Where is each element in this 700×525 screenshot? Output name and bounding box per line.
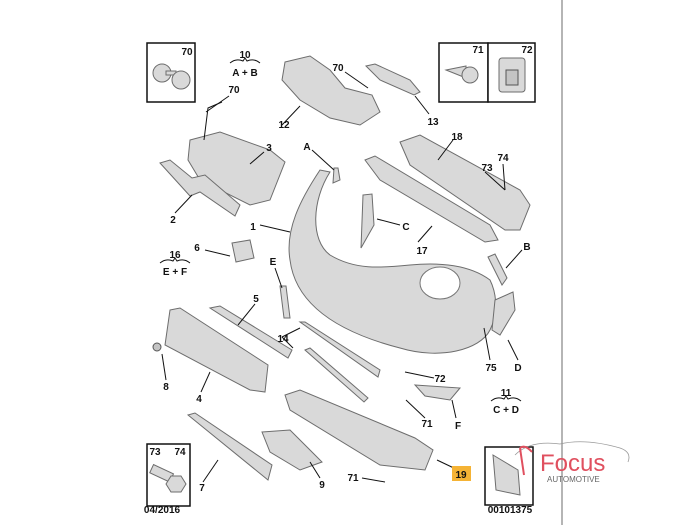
label-7: 7 — [199, 483, 205, 494]
part-14-strip-upper — [298, 321, 381, 378]
part-A-clip — [332, 167, 341, 184]
label-73: 73 — [149, 447, 161, 458]
label-19: 19 — [455, 470, 467, 481]
part-E-bracket — [279, 285, 291, 319]
brace-11 — [490, 395, 522, 402]
label-D: D — [514, 363, 521, 374]
label-14: 14 — [277, 334, 289, 345]
label-A: A — [303, 142, 310, 153]
label-71: 71 — [347, 473, 359, 484]
label-2: 2 — [170, 215, 176, 226]
label-74: 74 — [497, 153, 509, 164]
label-73: 73 — [481, 163, 493, 174]
fog-light-opening — [419, 266, 461, 300]
diagram-date: 04/2016 — [144, 505, 181, 516]
part-6-cover — [231, 239, 255, 263]
leader-lines — [161, 71, 523, 483]
label-11: 11 — [501, 388, 512, 399]
part-18-reinforcement — [399, 134, 531, 231]
diagram-reference: 00101375 — [488, 505, 533, 516]
label-71: 71 — [472, 45, 484, 56]
label-6: 6 — [194, 243, 200, 254]
part-14-strip-lower — [304, 347, 369, 403]
label-C: C — [402, 222, 409, 233]
clip-72-icon — [498, 57, 526, 93]
part-C-bracket — [360, 193, 375, 249]
part-19-skid-plate — [284, 389, 434, 471]
part-B-bracket — [487, 253, 508, 286]
highlight-19 — [452, 466, 471, 481]
label-4: 4 — [196, 394, 202, 405]
label-12: 12 — [278, 120, 290, 131]
label-72: 72 — [521, 45, 533, 56]
part-2-chrome-trim — [159, 159, 241, 217]
label-11-sub: C + D — [493, 405, 519, 416]
label-5: 5 — [253, 294, 259, 305]
clip-70-icon — [152, 63, 191, 90]
label-70: 70 — [332, 63, 344, 74]
part-13-bracket — [365, 63, 421, 96]
part-9-shield — [261, 429, 323, 471]
label-71: 71 — [421, 419, 433, 430]
label-16-sub: E + F — [163, 267, 187, 278]
label-9: 9 — [319, 480, 325, 491]
part-7-mesh — [186, 412, 273, 481]
focus-automotive-logo: Focus AUTOMOTIVE — [514, 441, 630, 484]
label-16: 16 — [169, 250, 181, 261]
label-18: 18 — [451, 132, 463, 143]
label-72: 72 — [434, 374, 446, 385]
part-12-absorber — [281, 55, 381, 126]
label-E: E — [270, 257, 277, 268]
part-8-plug — [152, 342, 162, 352]
logo-name: Focus — [540, 450, 605, 477]
label-17: 17 — [416, 246, 428, 257]
label-1: 1 — [250, 222, 256, 233]
part-5-strip — [208, 305, 293, 359]
part-4-lower-grille — [164, 307, 269, 393]
bolt-73-74-icon — [149, 463, 187, 493]
label-B: B — [523, 242, 530, 253]
label-10-sub: A + B — [232, 68, 257, 79]
screw-71-icon — [444, 65, 479, 84]
label-70: 70 — [228, 85, 240, 96]
label-3: 3 — [266, 143, 272, 154]
label-70: 70 — [181, 47, 193, 58]
label-8: 8 — [163, 382, 169, 393]
label-F: F — [455, 421, 461, 432]
label-74: 74 — [174, 447, 186, 458]
part-D-bracket — [491, 291, 516, 336]
label-75: 75 — [485, 363, 497, 374]
brace-16 — [159, 257, 191, 264]
part-17-foam — [364, 155, 499, 243]
label-13: 13 — [427, 117, 439, 128]
bracket-icon — [492, 454, 521, 496]
part-3-grille — [187, 131, 286, 206]
brace-10 — [229, 57, 261, 64]
label-10: 10 — [239, 50, 251, 61]
logo-subtitle: AUTOMOTIVE — [547, 475, 600, 484]
part-F-trim — [413, 384, 462, 401]
